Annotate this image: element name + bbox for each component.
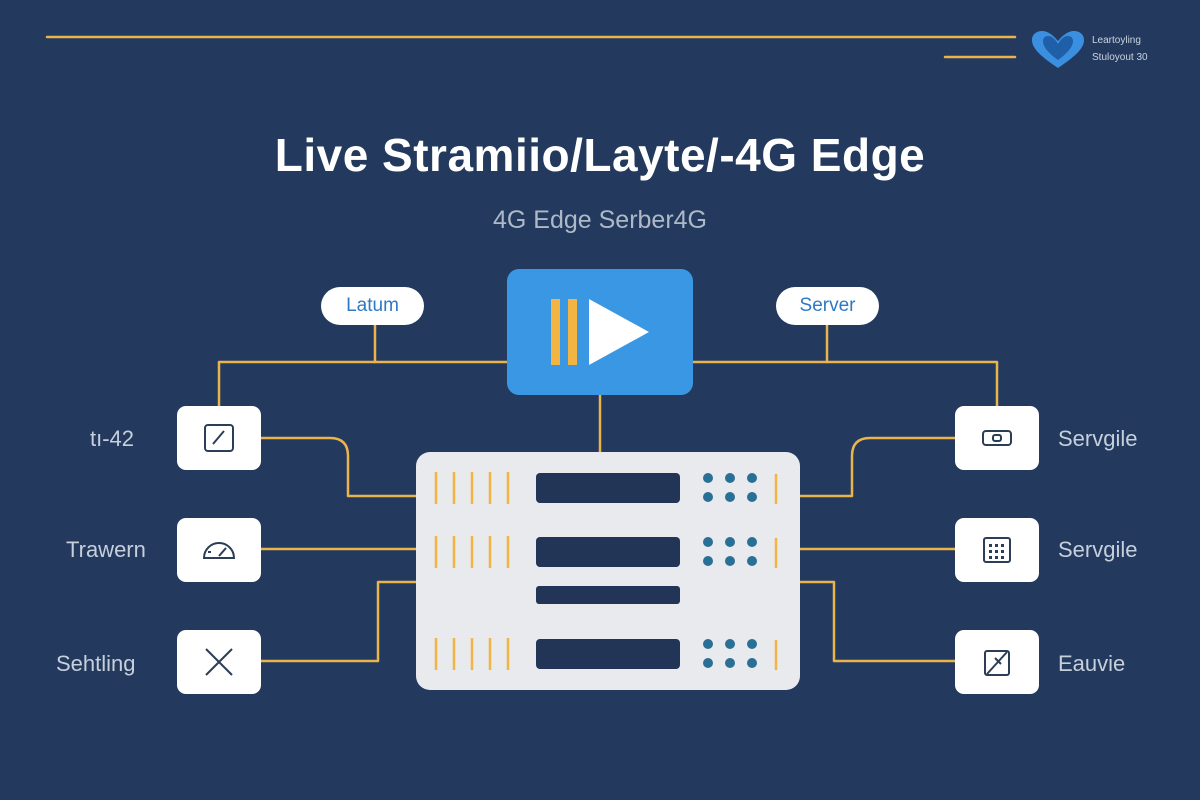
node-left-2[interactable] — [177, 518, 261, 582]
wire-left-3 — [259, 580, 418, 663]
wire-right-bus — [691, 360, 999, 422]
pill-label: Latum — [346, 295, 399, 316]
node-left-1[interactable] — [177, 406, 261, 470]
right-label-3: Eauvie — [1058, 651, 1126, 676]
node-left-3[interactable] — [177, 630, 261, 694]
edge-server-rack — [416, 452, 800, 690]
play-icon — [551, 299, 649, 365]
close-icon — [205, 648, 233, 676]
edit-square-icon — [204, 424, 234, 452]
wire-right-3 — [798, 580, 957, 663]
node-right-3[interactable] — [955, 630, 1039, 694]
rack-row-2 — [434, 536, 778, 604]
node-right-2[interactable] — [955, 518, 1039, 582]
keypad-icon — [983, 537, 1011, 563]
pill-latum[interactable]: Latum — [321, 287, 424, 325]
brand-mark: Leartoyling Stuloyout 30 — [1030, 28, 1180, 72]
page-subtitle: 4G Edge Serber4G — [492, 206, 707, 234]
right-label-1: Servgile — [1058, 426, 1138, 451]
left-label-1: tı-42 — [90, 426, 135, 451]
rack-row-1 — [434, 472, 778, 504]
rack-row-3 — [434, 638, 778, 670]
node-right-1[interactable] — [955, 406, 1039, 470]
server-rack-graphic — [434, 472, 778, 670]
play-stream-tile[interactable] — [507, 269, 693, 395]
brand-line-1: Leartoyling — [1092, 35, 1141, 46]
pill-label: Server — [799, 295, 856, 316]
gauge-icon — [202, 542, 236, 559]
wire-left-bus — [217, 360, 509, 422]
wire-left-1 — [259, 436, 418, 498]
brand-line-2: Stuloyout 30 — [1092, 52, 1148, 63]
heart-logo-icon — [1032, 31, 1084, 68]
left-label-3: Sehtling — [56, 651, 136, 676]
page-title: Live Stramiio/Layte/-4G Edge — [274, 129, 926, 181]
pill-server[interactable]: Server — [776, 287, 879, 325]
card-icon — [982, 430, 1012, 446]
pencil-icon — [984, 650, 1010, 676]
right-label-2: Servgile — [1058, 537, 1138, 562]
wire-right-1 — [798, 436, 957, 498]
left-label-2: Trawern — [66, 537, 146, 562]
